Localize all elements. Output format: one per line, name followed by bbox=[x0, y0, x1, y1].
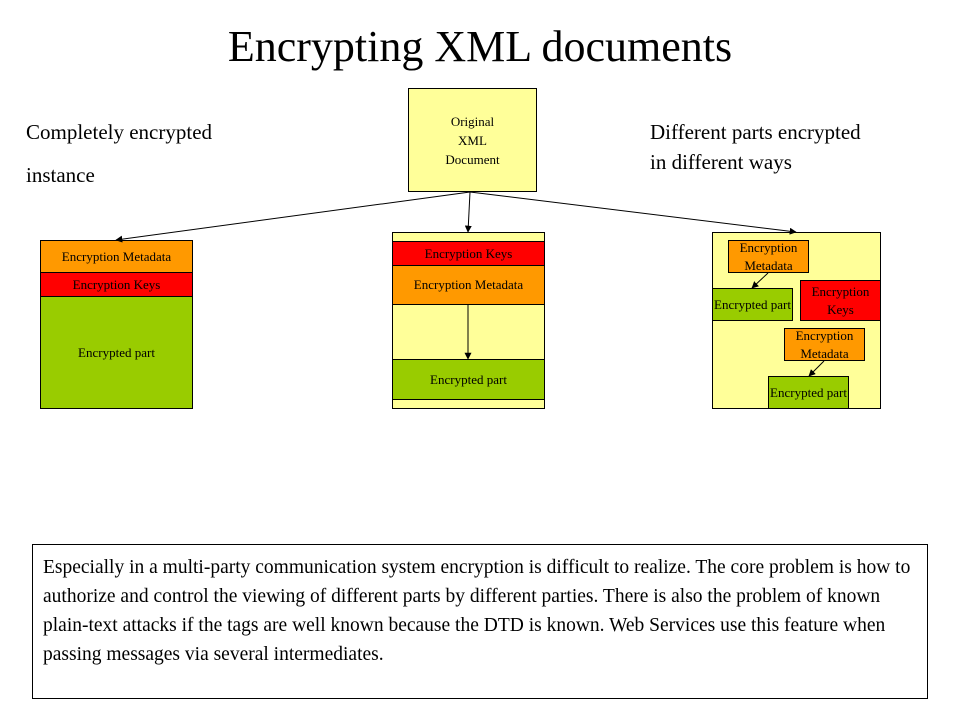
right-encrypted-part-2: Encrypted part bbox=[768, 376, 849, 409]
page-title: Encrypting XML documents bbox=[227, 22, 733, 71]
right-label-line-2: in different ways bbox=[650, 150, 792, 174]
right-encryption-metadata-2: Encryption Metadata bbox=[784, 328, 865, 361]
right-encrypted-part-1: Encrypted part bbox=[712, 288, 793, 321]
right-label-line-1: Different parts encrypted bbox=[650, 120, 861, 144]
left-label: Completely encrypted instance bbox=[26, 117, 212, 190]
middle-encryption-metadata: Encryption Metadata bbox=[392, 265, 545, 305]
middle-encrypted-part: Encrypted part bbox=[392, 359, 545, 400]
original-line-2: XML bbox=[458, 132, 487, 148]
arrow-original-to-left bbox=[115, 191, 471, 243]
right-encryption-metadata-1: Encryption Metadata bbox=[728, 240, 809, 273]
original-xml-document: Original XML Document bbox=[408, 88, 537, 192]
original-line-3: Document bbox=[445, 151, 500, 167]
left-label-line-2: instance bbox=[26, 163, 95, 187]
arrow-original-to-middle bbox=[464, 191, 472, 233]
explanation-note: Especially in a multi-party communicatio… bbox=[32, 544, 928, 699]
middle-encryption-keys: Encryption Keys bbox=[392, 241, 545, 266]
arrow-right-metadata2-to-part2 bbox=[808, 360, 825, 377]
right-encryption-keys: Encryption Keys bbox=[800, 280, 881, 321]
left-encrypted-part: Encrypted part bbox=[40, 296, 193, 409]
original-line-1: Original bbox=[450, 113, 495, 129]
arrow-right-metadata1-to-part1 bbox=[751, 272, 769, 289]
right-label: Different parts encrypted in different w… bbox=[650, 117, 861, 177]
left-label-line-1: Completely encrypted bbox=[26, 120, 213, 144]
left-encryption-keys: Encryption Keys bbox=[40, 272, 193, 297]
arrow-original-to-right bbox=[469, 191, 797, 235]
